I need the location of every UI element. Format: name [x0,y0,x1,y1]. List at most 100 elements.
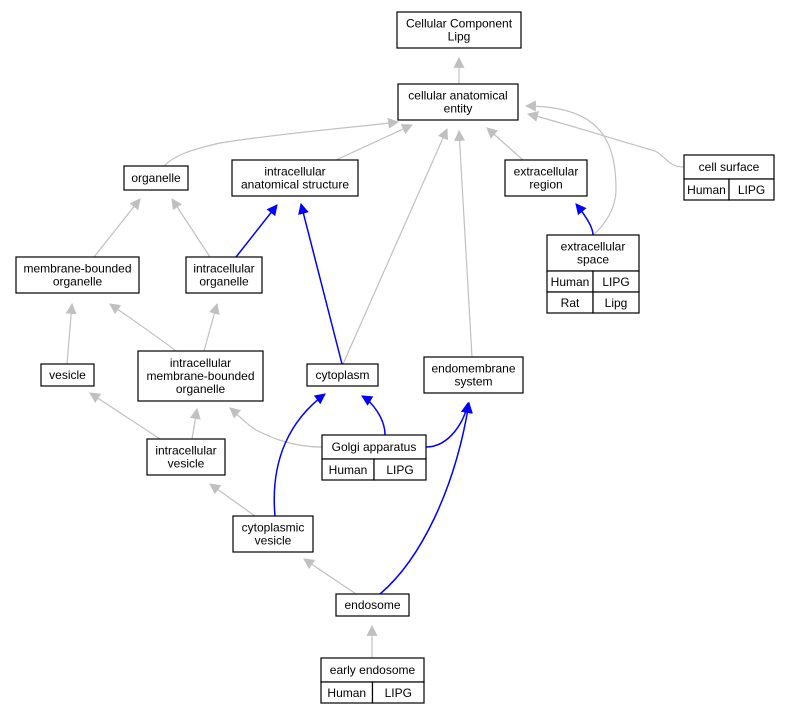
node-label: cell surface [699,160,760,174]
edge-endosome-to-endomem [379,401,473,595]
gene-label: LIPG [602,275,629,289]
node-label: anatomical structure [241,178,349,192]
node-label: organelle [199,275,249,289]
node-box [232,515,314,553]
node-label: region [529,178,562,192]
node-endosome[interactable]: endosome [335,593,410,617]
gene-label: Lipg [605,296,628,310]
species-label: Human [329,463,368,477]
edge-intorg-to-ias [235,204,278,258]
gene-label: LIPG [386,463,413,477]
edge-cytves-to-cytoplasm [273,393,326,517]
edge-endomem-to-cae [454,129,473,358]
node-box [15,256,140,294]
node-label: endomembrane [431,362,515,376]
gene-cell [373,458,427,481]
gene-cell [371,681,425,704]
edge-organelle-to-cae [163,117,400,167]
node-box [396,11,522,49]
node-label: Golgi apparatus [332,440,417,454]
node-label: extracellular [561,240,626,254]
edge-vesicle-to-mbo [65,302,77,365]
node-label: system [454,375,492,389]
node-organelle[interactable]: organelle [123,165,189,191]
node-label: vesicle [49,368,86,382]
node-label: intracellular [264,165,325,179]
edge-exspace-to-exreg [575,203,594,236]
node-box [546,234,640,272]
node-label: membrane-bounded [146,369,254,383]
node-box [504,159,588,197]
edge-intves-to-imbo [189,407,201,440]
edge-golgi-to-imbo [229,407,323,448]
node-box [146,438,226,476]
node-label: intracellular [170,356,231,370]
node-box [40,363,95,387]
node-label: intracellular [193,262,254,276]
node-label: cellular anatomical [408,89,507,103]
node-box [306,363,379,387]
edge-ias-to-cae [335,124,413,161]
gene-cell [728,178,775,201]
edge-intves-to-vesicle [89,392,161,440]
gene-label: LIPG [738,183,765,197]
node-label: entity [444,102,473,116]
node-cytoplasm[interactable]: cytoplasm [306,363,379,387]
node-label: space [577,253,609,267]
edge-golgi-to-cytoplasm [361,395,386,436]
node-label: cytoplasm [315,368,369,382]
edge-endosome-to-cytves [303,558,357,595]
node-box [683,154,775,180]
edges-layer [65,56,685,658]
node-box [320,657,425,683]
node-label: Cellular Component [406,17,513,31]
node-label: membrane-bounded [23,262,131,276]
node-label: early endosome [330,663,416,677]
edge-imbo-to-mbo [109,303,177,352]
node-label: vesicle [255,534,292,548]
node-box [397,83,519,121]
edge-imbo-to-intorg [203,302,220,352]
edge-cytves-to-intves [209,483,256,517]
node-box [423,356,524,394]
node-box [231,159,359,197]
edge-cytoplasm-to-ias [298,202,343,365]
node-label: organelle [176,382,226,396]
node-label: extracellular [514,165,579,179]
species-label: Human [551,275,590,289]
node-vesicle[interactable]: vesicle [40,363,95,387]
node-box [321,434,427,460]
species-label: Rat [561,296,580,310]
edge-cytoplasm-to-cae [342,127,449,365]
node-label: organelle [53,275,103,289]
species-label: Human [327,686,366,700]
node-label: Lipg [448,30,471,44]
node-box [123,165,189,191]
edge-exspace-to-cae [524,100,617,236]
edge-exreg-to-cae [486,127,524,161]
species-label: Human [687,183,726,197]
node-label: intracellular [155,444,216,458]
node-label: cytoplasmic [242,521,305,535]
node-label: endosome [344,598,400,612]
edge-cellsurf-to-cae [526,111,685,168]
node-box [137,350,264,402]
node-box [185,256,263,294]
edge-mbo-to-organelle [93,198,141,258]
